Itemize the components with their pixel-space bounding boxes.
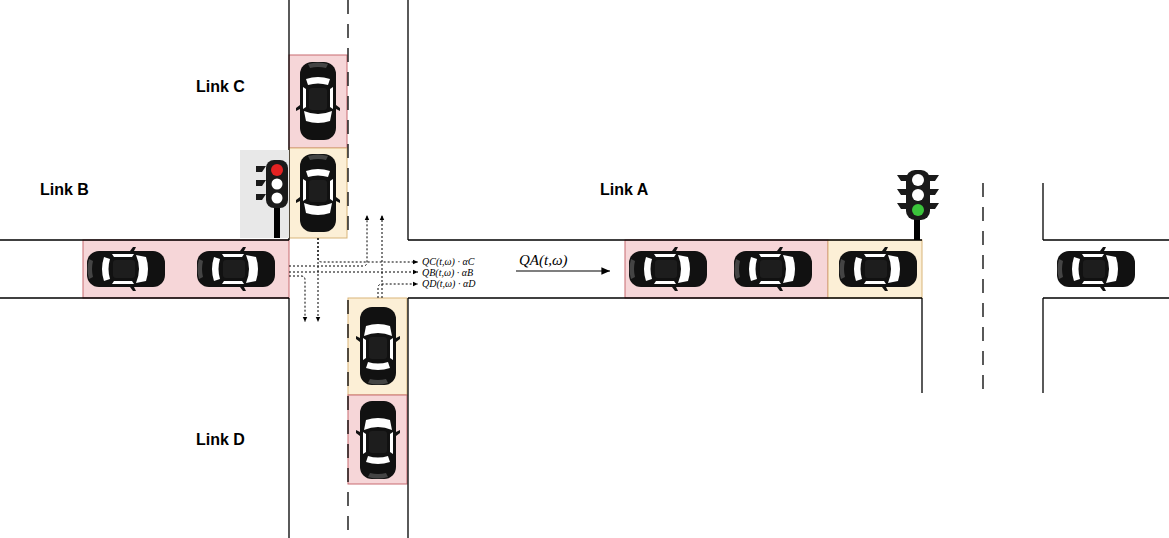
car [87, 247, 165, 291]
link-label: Link B [40, 181, 89, 199]
lane-dividers [348, 0, 983, 538]
car [197, 247, 275, 291]
car [296, 62, 340, 140]
link-label: Link C [196, 78, 245, 96]
car [1057, 247, 1135, 291]
car [356, 401, 400, 479]
car [839, 247, 917, 291]
cars [87, 62, 1135, 479]
flow-label: QD(t,ω) · αD [421, 278, 476, 289]
car [296, 154, 340, 232]
link-label: Link D [196, 431, 245, 449]
flow-label: QA(t,ω) [518, 252, 569, 269]
car [629, 247, 707, 291]
red-traffic-light [240, 150, 289, 238]
link-label: Link A [600, 181, 648, 199]
car [734, 247, 812, 291]
green-traffic-light [897, 170, 939, 240]
queue-cells [83, 55, 922, 484]
flow-label: QB(t,ω) · αB [421, 267, 474, 278]
flow-label: QC(t,ω) · αC [421, 256, 475, 267]
car [356, 307, 400, 385]
outflow-arrow [516, 270, 610, 271]
